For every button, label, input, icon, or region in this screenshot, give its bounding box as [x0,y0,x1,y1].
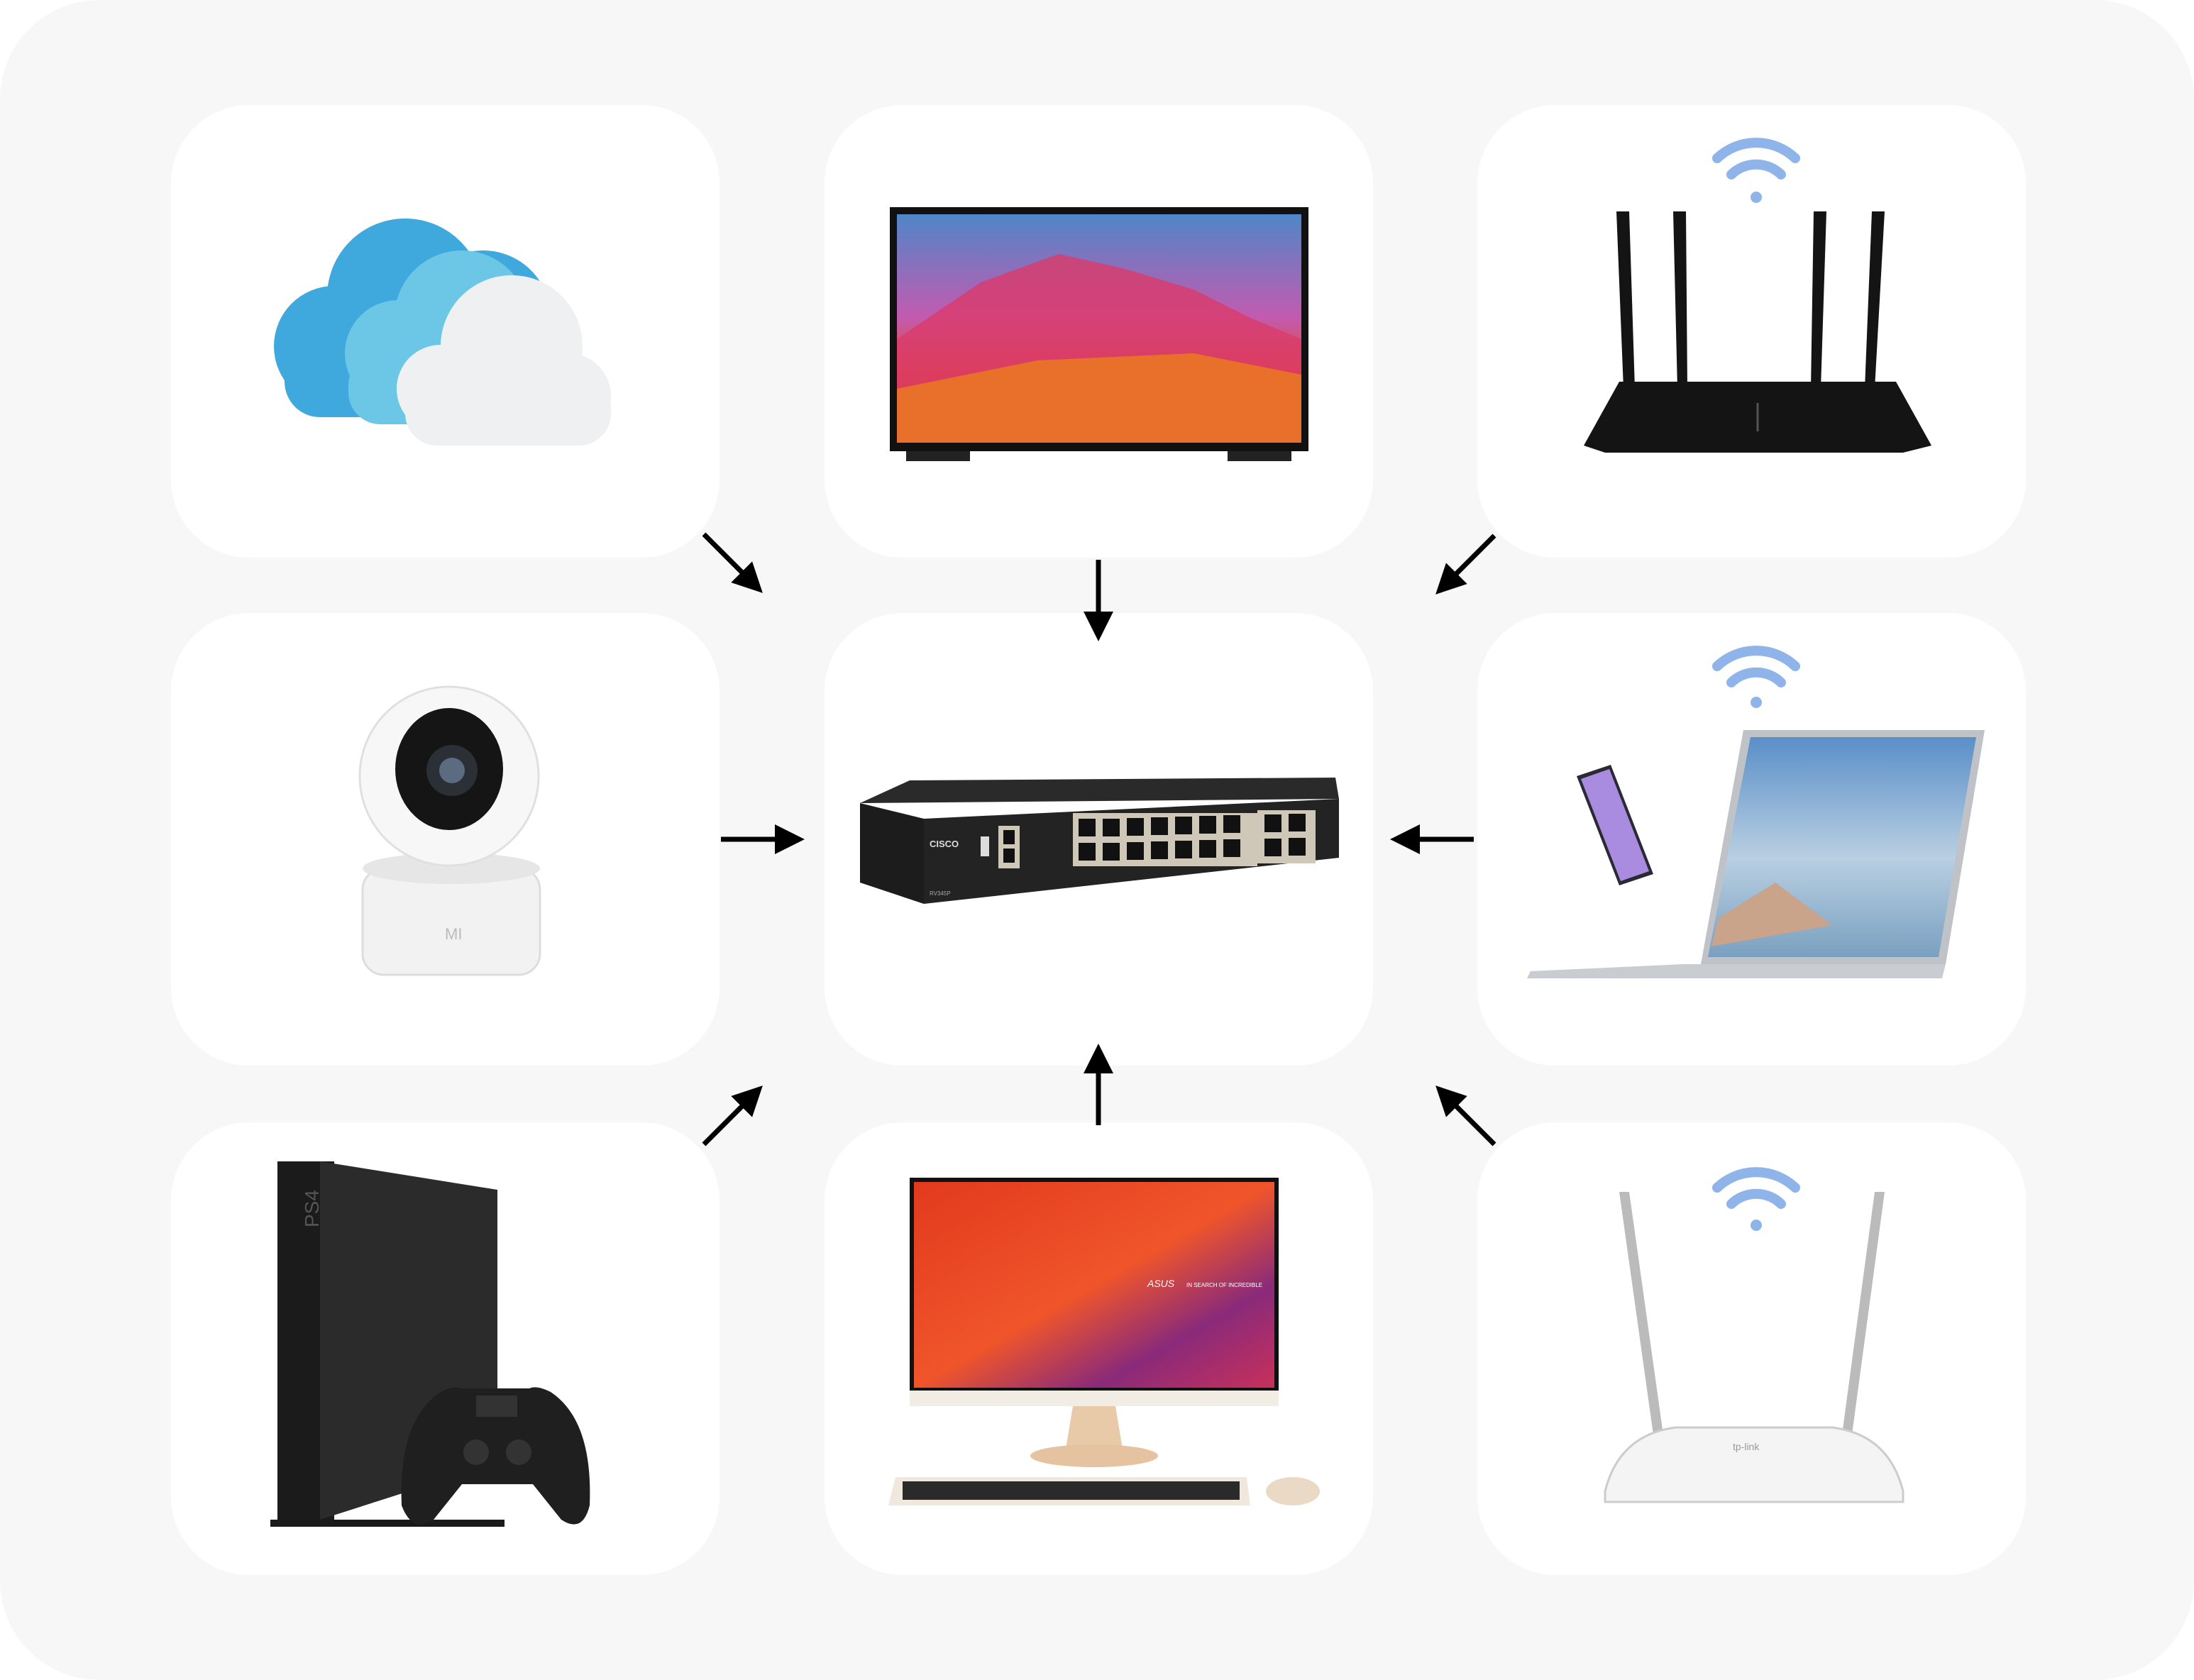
camera-card: MI [171,613,720,1066]
switch-model: RV345P [930,890,951,897]
desktop-tagline: IN SEARCH OF INCREDIBLE [1186,1282,1262,1288]
router-icon: tp-link [1604,1192,1904,1503]
network-switch-icon: CISCO RV345P [860,778,1339,904]
laptop-phone-card [1477,613,2026,1066]
desktop-card: ASUS IN SEARCH OF INCREDIBLE [825,1122,1373,1575]
router-icon [1584,211,1931,453]
laptop-icon [1527,730,1985,978]
mouse-icon [1266,1477,1320,1505]
wifi-icon [1712,1167,1800,1231]
router-logo: tp-link [1733,1441,1760,1452]
keyboard-icon [888,1477,1250,1505]
cloud-card [171,105,720,558]
network-switch-card: CISCO RV345P [825,613,1373,1066]
desktop-logo: ASUS [1147,1278,1175,1289]
camera-logo: MI [445,925,462,943]
wifi-router-card [1477,105,2026,558]
controller-icon [401,1387,590,1525]
console-logo: PS4 [301,1190,323,1227]
phone-icon [1577,765,1653,885]
switch-logo: CISCO [930,839,959,849]
cloud-icon [274,219,611,446]
desktop-monitor-icon: ASUS IN SEARCH OF INCREDIBLE [910,1178,1279,1467]
game-console-card: PS4 [171,1122,720,1575]
wifi-icon [1712,138,1800,203]
security-camera-icon: MI [358,685,541,976]
tv-card [825,105,1373,558]
tv-icon [890,207,1308,461]
wifi-router-card: tp-link [1477,1122,2026,1575]
wifi-icon [1712,646,1800,708]
